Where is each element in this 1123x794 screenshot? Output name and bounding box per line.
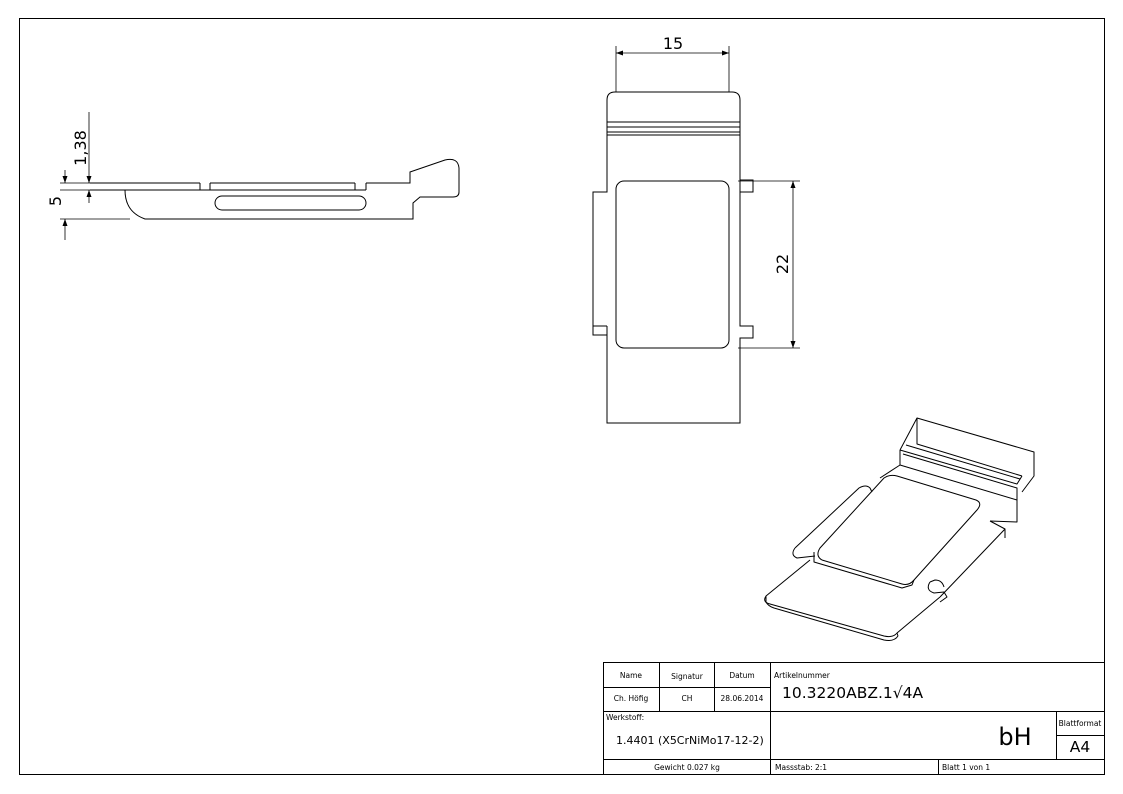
format-label: Blattformat <box>1059 719 1102 728</box>
sheet-border <box>19 18 1105 775</box>
top-view <box>592 91 754 424</box>
header-signature: Signatur <box>671 672 704 681</box>
side-view <box>90 158 460 220</box>
dimension-side-small: 1,38 <box>71 130 90 166</box>
side-view-dimensions <box>60 112 130 240</box>
dimension-top-height: 22 <box>773 254 792 274</box>
material-value: 1.4401 (X5CrNiMo17-12-2) <box>616 734 764 747</box>
article-number-label: Artikelnummer <box>774 671 831 680</box>
isometric-view <box>764 417 1035 641</box>
title-block <box>603 662 1105 775</box>
format-value: A4 <box>1070 738 1090 756</box>
dimension-top-width: 15 <box>663 34 683 53</box>
top-view-dimensions <box>615 46 800 349</box>
header-name: Name <box>620 671 643 680</box>
scale-value: Massstab: 2:1 <box>775 763 827 772</box>
dimension-side-height: 5 <box>46 196 65 206</box>
sheet-value: Blatt 1 von 1 <box>942 763 990 772</box>
article-number: 10.3220ABZ.1√4A <box>782 684 923 702</box>
weight-value: Gewicht 0.027 kg <box>654 763 720 772</box>
drafter-name: Ch. Höfig <box>614 694 649 703</box>
drafter-date: 28.06.2014 <box>721 694 764 703</box>
header-date: Datum <box>729 671 754 680</box>
company-logo: bH <box>998 723 1031 751</box>
material-label: Werkstoff: <box>606 713 644 722</box>
drafter-signature: CH <box>682 694 693 703</box>
